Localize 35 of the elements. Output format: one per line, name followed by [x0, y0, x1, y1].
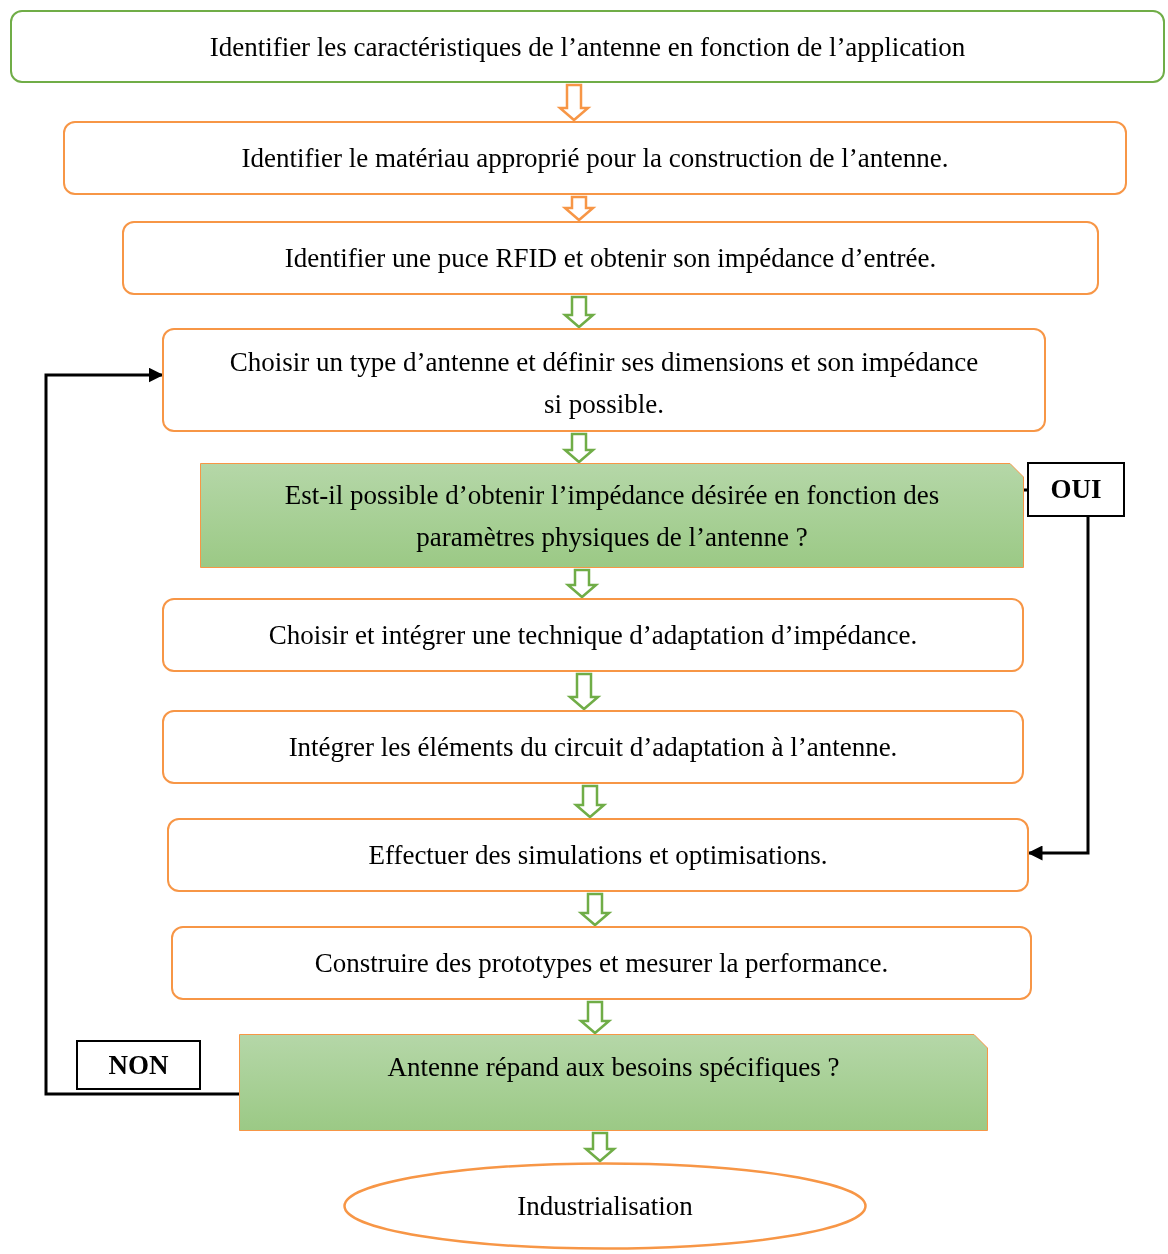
process-box: [63, 121, 1127, 195]
node-text: Choisir un type d’antenne et définir ses dimensions et son impédance si possible.: [228, 346, 980, 421]
node-text: Choisir et intégrer une technique d’adaptation d’impédance.: [267, 619, 919, 652]
edge-label: OUI: [1027, 462, 1125, 517]
node-text: Est-il possible d’obtenir l’impédance désirée en fonction des paramètres physiques de l’antenne ?: [283, 478, 941, 554]
process-box: [167, 818, 1029, 892]
node-text: Construire des prototypes et mesurer la performance.: [313, 947, 890, 980]
node-text: Identifier les caractéristiques de l’antenne en fonction de l’application: [208, 30, 967, 64]
block-arrow: [582, 1131, 618, 1163]
connector-arrow: [44, 367, 239, 1096]
decision-box: [239, 1034, 988, 1131]
block-arrow: [566, 672, 602, 711]
node-text: Effectuer des simulations et optimisations.: [367, 839, 829, 872]
node-text: Industrialisation: [516, 1190, 694, 1223]
block-arrow: [577, 1000, 613, 1035]
edge-label: NON: [76, 1040, 201, 1090]
node-text: Identifier le matériau approprié pour la construction de l’antenne.: [240, 142, 950, 175]
process-box: [122, 221, 1099, 295]
node-text: Antenne répand aux besoins spécifiques ?: [386, 1051, 841, 1084]
block-arrow: [556, 83, 592, 122]
process-box: [162, 598, 1024, 672]
process-box: [162, 328, 1046, 432]
block-arrow: [572, 784, 608, 819]
block-arrow: [577, 892, 613, 927]
node-text: Identifier une puce RFID et obtenir son impédance d’entrée.: [283, 242, 938, 275]
process-box: [171, 926, 1032, 1000]
process-box: [162, 710, 1024, 784]
block-arrow: [561, 432, 597, 464]
block-arrow: [561, 295, 597, 329]
block-arrow: [564, 568, 600, 599]
process-box: [10, 10, 1165, 83]
decision-box: [200, 463, 1024, 568]
block-arrow: [561, 195, 597, 222]
end-ellipse: [343, 1162, 867, 1250]
node-text: Intégrer les éléments du circuit d’adaptation à l’antenne.: [287, 731, 899, 764]
